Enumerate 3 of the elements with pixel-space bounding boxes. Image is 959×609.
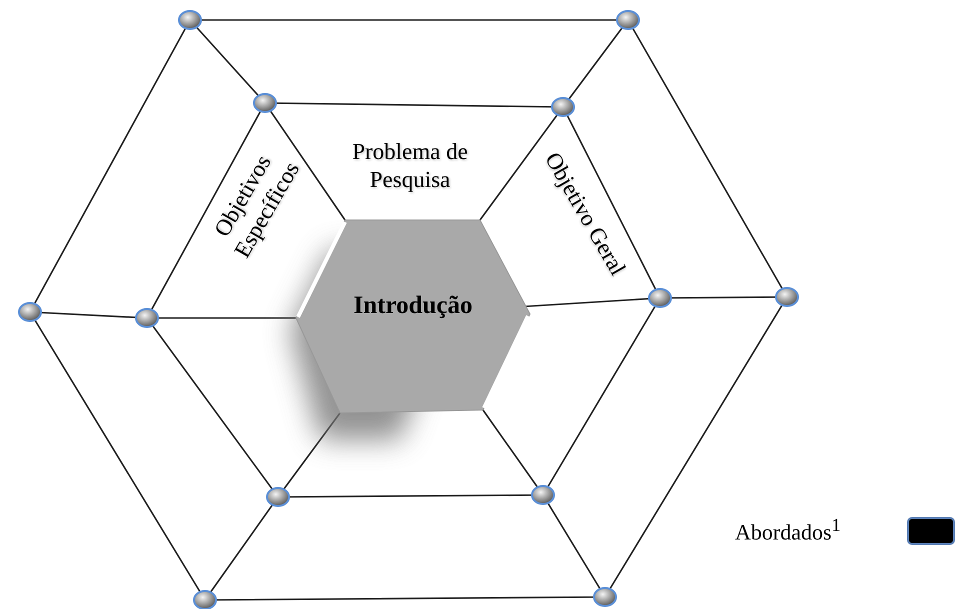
section-label: Problema de Pesquisa: [351, 138, 469, 194]
legend-label: Abordados$^{1}$: [735, 515, 841, 546]
hexagon-node: Introdução: [296, 220, 530, 413]
